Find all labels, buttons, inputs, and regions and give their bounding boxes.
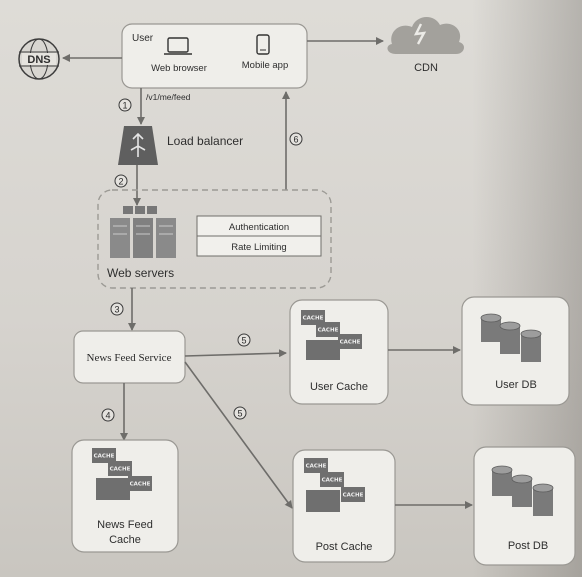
user-db-icon	[480, 313, 542, 362]
mobile-phone-icon	[256, 34, 270, 55]
user-db-label: User DB	[495, 379, 537, 391]
svg-text:CACHE: CACHE	[306, 464, 327, 470]
arrow-newsfeed-to-postcache	[184, 361, 293, 509]
step-1-badge	[118, 98, 132, 112]
news-feed-cache-label-1: News Feed	[97, 519, 153, 531]
server-rack-icon	[110, 206, 176, 258]
authentication-label: Authentication	[229, 222, 289, 233]
svg-text:CACHE: CACHE	[322, 478, 343, 484]
step-6-badge	[289, 132, 303, 146]
news-feed-service-box	[73, 330, 186, 384]
step-4-badge	[101, 408, 115, 422]
web-servers-group	[97, 189, 332, 289]
step-3-badge	[110, 302, 124, 316]
post-db-icon	[491, 465, 554, 516]
post-db-label: Post DB	[508, 540, 548, 552]
news-feed-cache-label-2: Cache	[109, 534, 141, 546]
step-5a-label: 5	[241, 336, 246, 346]
svg-text:CACHE: CACHE	[303, 316, 324, 322]
post-cache-label: Post Cache	[316, 541, 373, 553]
step-5a-badge	[237, 333, 251, 347]
step-1-label: 1	[122, 101, 127, 111]
dns-label: DNS	[27, 54, 50, 66]
post-cache-icon: CACHE CACHE CACHE	[304, 458, 365, 512]
laptop-icon	[164, 37, 192, 55]
web-browser-label: Web browser	[151, 63, 207, 74]
step-5b-badge	[233, 406, 247, 420]
web-servers-label: Web servers	[107, 266, 174, 280]
svg-text:CACHE: CACHE	[318, 328, 339, 334]
mobile-app-label: Mobile app	[242, 60, 288, 71]
post-cache-box	[292, 449, 396, 563]
svg-text:CACHE: CACHE	[110, 467, 131, 473]
cloud-icon	[387, 16, 465, 54]
cdn-label: CDN	[414, 62, 438, 74]
step-4-label: 4	[105, 411, 110, 421]
load-balancer-label: Load balancer	[167, 134, 243, 148]
load-balancer-icon	[118, 126, 158, 165]
step-5b-label: 5	[237, 409, 242, 419]
step-3-label: 3	[114, 305, 119, 315]
user-cache-label: User Cache	[310, 381, 368, 393]
svg-text:CACHE: CACHE	[340, 340, 361, 346]
user-title: User	[132, 33, 154, 44]
news-feed-service-label: News Feed Service	[87, 352, 172, 364]
step-2-label: 2	[118, 177, 123, 187]
user-cache-icon: CACHE CACHE CACHE	[301, 310, 362, 360]
svg-text:CACHE: CACHE	[343, 493, 364, 499]
svg-text:CACHE: CACHE	[130, 482, 151, 488]
rate-limiting-box	[196, 235, 322, 257]
dns-icon: DNS	[18, 38, 60, 80]
svg-text:CACHE: CACHE	[94, 454, 115, 460]
news-feed-cache-icon: CACHE CACHE CACHE	[92, 448, 152, 500]
step-2-badge	[114, 174, 128, 188]
step-6-label: 6	[293, 135, 298, 145]
rate-limiting-label: Rate Limiting	[231, 242, 286, 253]
arrow-newsfeed-to-usercache	[184, 349, 287, 358]
api-path-label: /v1/me/feed	[146, 92, 191, 102]
